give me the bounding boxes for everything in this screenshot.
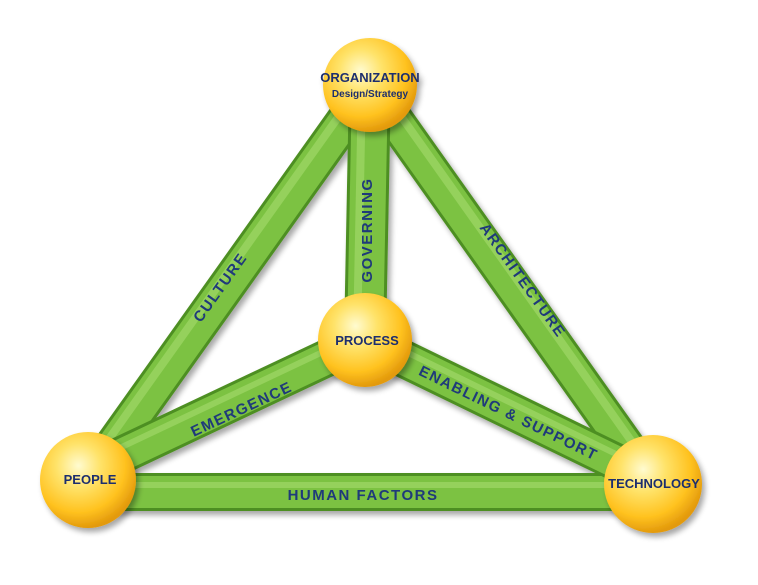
label-human-factors: HUMAN FACTORS [288, 487, 439, 504]
label-governing: GOVERNING [359, 177, 376, 282]
node-people-title: PEOPLE [64, 472, 117, 487]
node-process: PROCESS [318, 293, 412, 387]
node-people: PEOPLE [40, 432, 136, 528]
node-organization-title: ORGANIZATION [320, 70, 419, 85]
nodes: ORGANIZATION Design/Strategy PROCESS PEO… [40, 38, 702, 533]
node-process-title: PROCESS [335, 333, 399, 348]
connection-bars [74, 73, 669, 511]
node-organization-subtitle: Design/Strategy [332, 89, 409, 100]
node-technology: TECHNOLOGY [604, 435, 702, 533]
node-organization: ORGANIZATION Design/Strategy [320, 38, 420, 132]
node-technology-title: TECHNOLOGY [608, 476, 700, 491]
